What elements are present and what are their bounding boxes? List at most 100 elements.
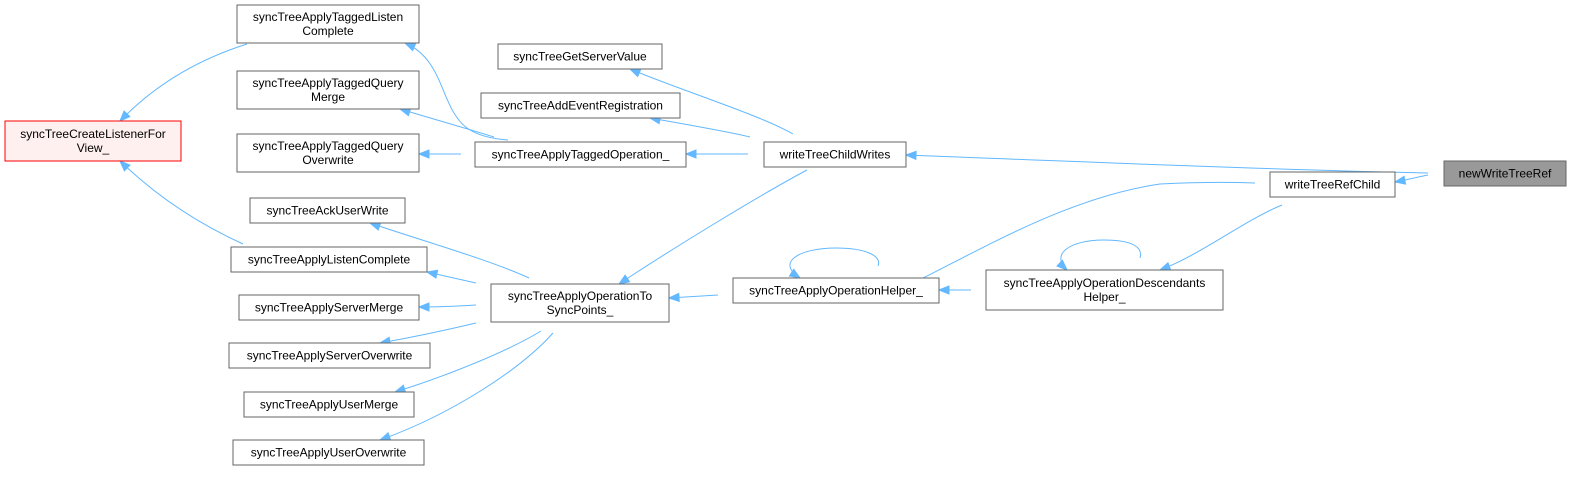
- node-box: [236, 133, 420, 173]
- arrowhead: [425, 269, 439, 279]
- node-label: syncTreeAddEventRegistration: [498, 99, 663, 113]
- arrowhead: [904, 150, 917, 161]
- node-label: Merge: [311, 90, 345, 104]
- node-sync-tree-apply-tagged-operation[interactable]: syncTreeApplyTaggedOperation_: [474, 141, 687, 168]
- node-box: [232, 439, 425, 466]
- node-label: syncTreeCreateListenerFor: [20, 127, 166, 141]
- edge-sync-tree-apply-operation-descendants-helper-to-write-tree-ref-child: [1158, 204, 1283, 271]
- node-box: [1443, 160, 1567, 187]
- node-label: writeTreeChildWrites: [779, 148, 891, 162]
- arrowhead: [1393, 175, 1407, 185]
- node-write-tree-ref-child[interactable]: writeTreeRefChild: [1269, 171, 1396, 198]
- edge-line: [1159, 204, 1283, 271]
- edge-sync-tree-apply-operation-helper-to-sync-tree-apply-operation-helper: [788, 247, 880, 279]
- node-sync-tree-apply-server-merge[interactable]: syncTreeApplyServerMerge: [238, 294, 420, 321]
- node-sync-tree-ack-user-write[interactable]: syncTreeAckUserWrite: [249, 197, 406, 224]
- arrowhead: [368, 221, 382, 231]
- node-sync-tree-apply-operation-helper[interactable]: syncTreeApplyOperationHelper_: [732, 277, 940, 304]
- node-box: [1269, 171, 1396, 198]
- edge-line: [649, 117, 751, 138]
- node-write-tree-child-writes[interactable]: writeTreeChildWrites: [763, 141, 907, 168]
- arrowhead: [1158, 261, 1172, 271]
- node-box: [732, 277, 940, 304]
- edge-write-tree-ref-child-to-new-write-tree-ref: [1393, 174, 1429, 185]
- node-label: syncTreeApplyUserMerge: [260, 398, 399, 412]
- node-label: syncTreeApplyServerMerge: [255, 301, 404, 315]
- arrowhead: [119, 160, 131, 172]
- node-sync-tree-apply-server-overwrite[interactable]: syncTreeApplyServerOverwrite: [228, 342, 431, 369]
- node-box: [228, 342, 431, 369]
- arrowhead: [684, 149, 697, 159]
- edge-sync-tree-apply-tagged-query-overwrite-to-sync-tree-apply-tagged-operation: [417, 149, 461, 159]
- node-label: syncTreeApplyOperationDescendants: [1004, 276, 1206, 290]
- edge-line: [399, 108, 495, 138]
- node-box: [497, 43, 663, 70]
- edge-write-tree-child-writes-to-new-write-tree-ref: [904, 150, 1429, 174]
- node-box: [4, 120, 182, 162]
- node-box: [243, 391, 415, 418]
- edge-line: [789, 247, 880, 279]
- node-box: [474, 141, 687, 168]
- arrowhead: [937, 285, 950, 295]
- edge-line: [394, 330, 542, 393]
- node-label: syncTreeApplyOperationTo: [508, 289, 653, 303]
- node-sync-tree-apply-user-overwrite[interactable]: syncTreeApplyUserOverwrite: [232, 439, 425, 466]
- node-sync-tree-apply-user-merge[interactable]: syncTreeApplyUserMerge: [243, 391, 415, 418]
- edge-sync-tree-create-listener-for-view-to-sync-tree-apply-listen-complete: [119, 160, 244, 245]
- edge-line: [905, 154, 1429, 174]
- edge-line: [869, 181, 1256, 304]
- node-box: [985, 269, 1224, 311]
- edge-line: [379, 322, 477, 344]
- node-sync-tree-apply-listen-complete[interactable]: syncTreeApplyListenComplete: [230, 246, 428, 273]
- node-label: syncTreeAckUserWrite: [266, 204, 388, 218]
- edge-line: [119, 43, 248, 122]
- node-sync-tree-get-server-value[interactable]: syncTreeGetServerValue: [497, 43, 663, 70]
- arrowhead: [119, 110, 131, 122]
- arrowhead: [378, 432, 392, 441]
- node-label: syncTreeApplyListenComplete: [248, 253, 411, 267]
- edge-line: [369, 222, 530, 279]
- node-new-write-tree-ref: newWriteTreeRef: [1443, 160, 1567, 187]
- edge-sync-tree-add-event-registration-to-write-tree-child-writes: [648, 115, 751, 138]
- edge-sync-tree-apply-operation-helper-to-sync-tree-apply-operation-descendants-helper: [937, 285, 971, 295]
- node-label: syncTreeApplyOperationHelper_: [749, 284, 923, 298]
- edge-line: [119, 160, 244, 245]
- edge-sync-tree-apply-server-overwrite-to-sync-tree-apply-operation-to-sync-points: [378, 322, 477, 346]
- node-box: [490, 283, 670, 323]
- node-box: [249, 197, 406, 224]
- node-label: syncTreeApplyTaggedQuery: [253, 139, 404, 153]
- edge-sync-tree-apply-tagged-operation-to-write-tree-child-writes: [684, 149, 748, 159]
- arrowhead: [403, 42, 417, 52]
- node-box: [763, 141, 907, 168]
- node-label: Complete: [302, 24, 354, 38]
- arrowhead: [417, 302, 430, 312]
- node-label: View_: [77, 141, 110, 155]
- node-box: [230, 246, 428, 273]
- edge-sync-tree-apply-operation-to-sync-points-to-write-tree-child-writes: [617, 169, 808, 285]
- edge-sync-tree-create-listener-for-view-to-sync-tree-apply-tagged-listen-complete: [119, 43, 248, 122]
- node-label: Overwrite: [302, 153, 354, 167]
- edge-line: [379, 332, 554, 441]
- arrowhead: [1056, 259, 1068, 271]
- edge-sync-tree-apply-operation-to-sync-points-to-sync-tree-apply-operation-helper: [667, 292, 719, 303]
- node-label: newWriteTreeRef: [1459, 167, 1552, 181]
- node-box: [238, 294, 420, 321]
- edge-sync-tree-apply-listen-complete-to-sync-tree-apply-operation-to-sync-points: [425, 269, 477, 284]
- arrowhead: [667, 292, 680, 303]
- node-label: syncTreeApplyTaggedListen: [253, 10, 403, 24]
- node-sync-tree-add-event-registration[interactable]: syncTreeAddEventRegistration: [480, 92, 681, 119]
- edge-sync-tree-apply-operation-descendants-helper-to-sync-tree-apply-operation-descendants-helper: [1056, 239, 1142, 271]
- node-label: Helper_: [1083, 290, 1125, 304]
- edge-line: [629, 68, 794, 135]
- edge-line: [404, 42, 509, 141]
- node-box: [480, 92, 681, 119]
- node-label: syncTreeApplyServerOverwrite: [247, 349, 413, 363]
- node-label: SyncPoints_: [547, 303, 614, 317]
